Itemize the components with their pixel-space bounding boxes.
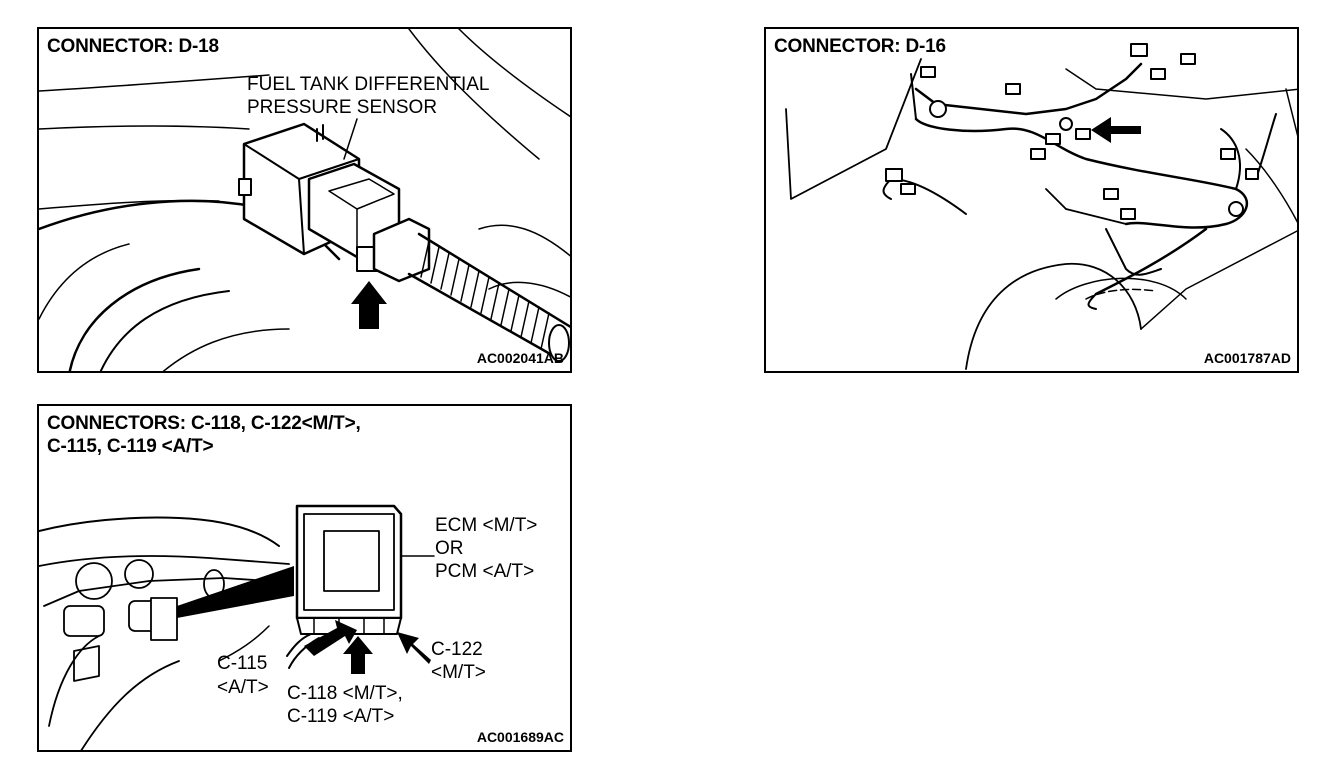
arrow-c115-icon [304,620,357,656]
c115-label-line2: <A/T> [217,677,269,698]
arrow-c122-icon [397,632,431,664]
panel-title-line2: C-115, C-119 <A/T> [47,436,214,457]
ecm-label-line2: OR [435,538,464,559]
c122-label-line1: C-122 [431,639,483,660]
panel-title-line1: CONNECTORS: C-118, C-122<M/T>, [47,413,361,434]
c122-label-line2: <M/T> [431,662,486,683]
figure-code: AC002041AB [476,350,564,366]
ecm-label-line3: PCM <A/T> [435,561,535,582]
sensor-label-line1: FUEL TANK DIFFERENTIAL [247,74,490,95]
panel-title: CONNECTOR: D-16 [774,36,946,57]
sensor-label-line2: PRESSURE SENSOR [247,97,438,118]
ecm-illustration [39,504,435,750]
c118-label-line1: C-118 <M/T>, [287,683,403,704]
panel-connector-d18: CONNECTOR: D-18 FUEL TANK DIFFERENTIAL P… [37,27,572,373]
ecm-label-line1: ECM <M/T> [435,515,538,536]
arrow-icon [351,281,387,329]
figure-code: AC001787AD [1203,350,1291,366]
c118-label-line2: C-119 <A/T> [287,706,395,727]
fuel-tank-sensor-illustration [39,29,570,371]
c115-label-line1: C-115 [217,653,268,674]
panel-title: CONNECTOR: D-18 [47,36,219,57]
panel-connectors-ecm: CONNECTORS: C-118, C-122<M/T>, C-115, C-… [37,404,572,752]
arrow-c118-icon [343,636,373,674]
harness-illustration [785,43,1297,370]
arrow-icon [1091,117,1141,143]
panel-connector-d16: CONNECTOR: D-16 AC001787AD [764,27,1299,373]
figure-code: AC001689AC [476,729,564,745]
